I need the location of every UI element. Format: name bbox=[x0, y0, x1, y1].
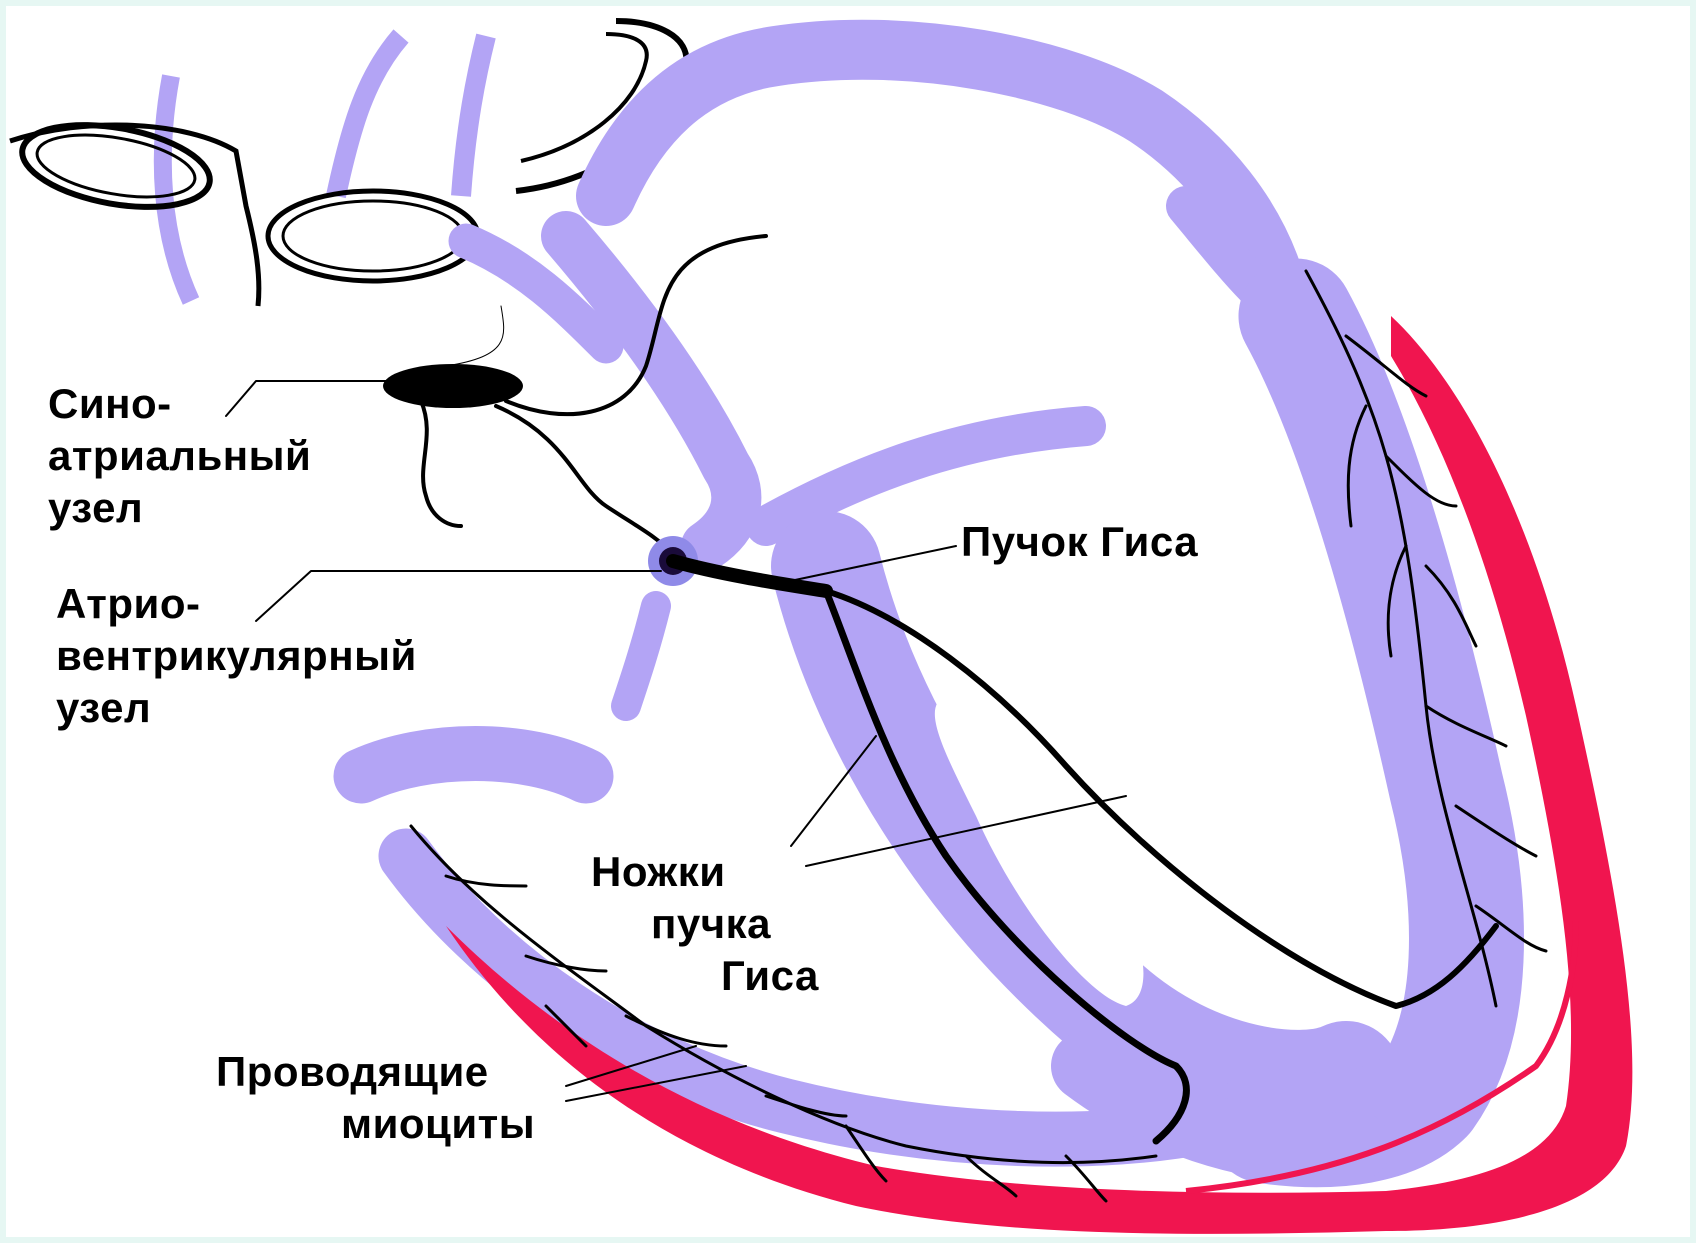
pulmonary-vessel-opening bbox=[268, 191, 478, 281]
label-branches-line-3: Гиса bbox=[721, 950, 819, 1002]
left-atrial-floor bbox=[766, 426, 1086, 526]
label-av-node: Атрио- вентрикулярный узел bbox=[56, 578, 417, 734]
internodal-tract-lower bbox=[496, 406, 673, 554]
label-av-node-line-2: вентрикулярный bbox=[56, 630, 417, 682]
sa-node-upper-fiber bbox=[446, 306, 504, 366]
vena-cava-tube bbox=[10, 125, 259, 306]
label-purkinje: Проводящие миоциты bbox=[216, 1046, 535, 1150]
heart-wall bbox=[361, 50, 1466, 1148]
sa-node bbox=[383, 364, 523, 408]
label-his-bundle: Пучок Гиса bbox=[961, 516, 1198, 568]
label-bundle-branches: Ножки пучка Гиса bbox=[591, 846, 819, 1002]
label-sa-node-line-1: Сино- bbox=[48, 378, 311, 430]
label-sa-node-line-3: узел bbox=[48, 482, 311, 534]
label-purkinje-line-2: миоциты bbox=[341, 1098, 535, 1150]
pulmonary-vessel-inner bbox=[283, 201, 463, 271]
vena-cava-opening bbox=[16, 112, 216, 220]
label-av-node-line-3: узел bbox=[56, 682, 417, 734]
label-branches-line-1: Ножки bbox=[591, 846, 819, 898]
sa-node-lower-fiber bbox=[421, 401, 461, 526]
av-valve-flap bbox=[626, 606, 656, 706]
atrial-septum bbox=[566, 236, 736, 546]
label-av-node-line-1: Атрио- bbox=[56, 578, 417, 630]
heart-conduction-diagram: Сино- атриальный узел Атрио- вентрикуляр… bbox=[6, 6, 1690, 1237]
label-purkinje-line-1: Проводящие bbox=[216, 1046, 535, 1098]
label-branches-line-2: пучка bbox=[651, 898, 819, 950]
label-sa-node-line-2: атриальный bbox=[48, 430, 311, 482]
vessel-left-wall-2 bbox=[336, 36, 401, 196]
label-sa-node: Сино- атриальный узел bbox=[48, 378, 311, 534]
vessel-left-wall-3 bbox=[461, 36, 486, 196]
vena-cava-inner bbox=[32, 125, 199, 208]
